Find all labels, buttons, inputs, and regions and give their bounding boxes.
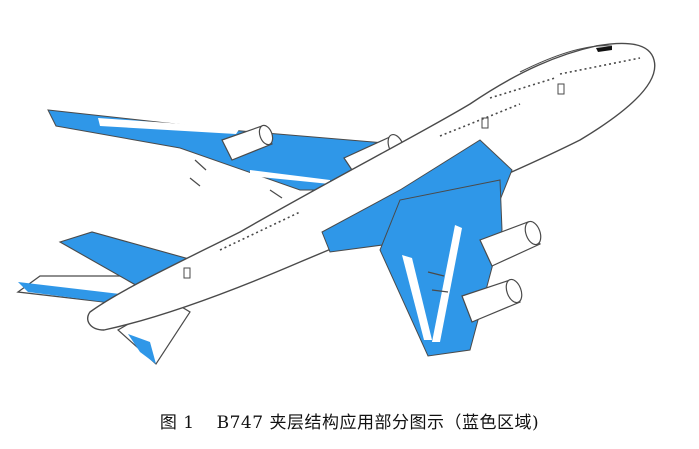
- figure-number: 图 1: [159, 413, 195, 433]
- fuselage: [86, 42, 656, 331]
- near-wing-engine-inner: [479, 220, 542, 267]
- far-wing-engine-outer: [221, 124, 274, 161]
- cockpit-window: [596, 46, 612, 52]
- b747-figure: [16, 42, 656, 365]
- wing-root-fairing: [321, 139, 513, 253]
- flap-track-fairings: [189, 159, 449, 293]
- near-wing-engine-outer: [461, 278, 523, 323]
- near-wing: [379, 179, 503, 357]
- figure-caption: 图 1 B747 夹层结构应用部分图示（蓝色区域): [0, 408, 699, 438]
- figure-caption-text: B747 夹层结构应用部分图示（蓝色区域): [216, 413, 540, 433]
